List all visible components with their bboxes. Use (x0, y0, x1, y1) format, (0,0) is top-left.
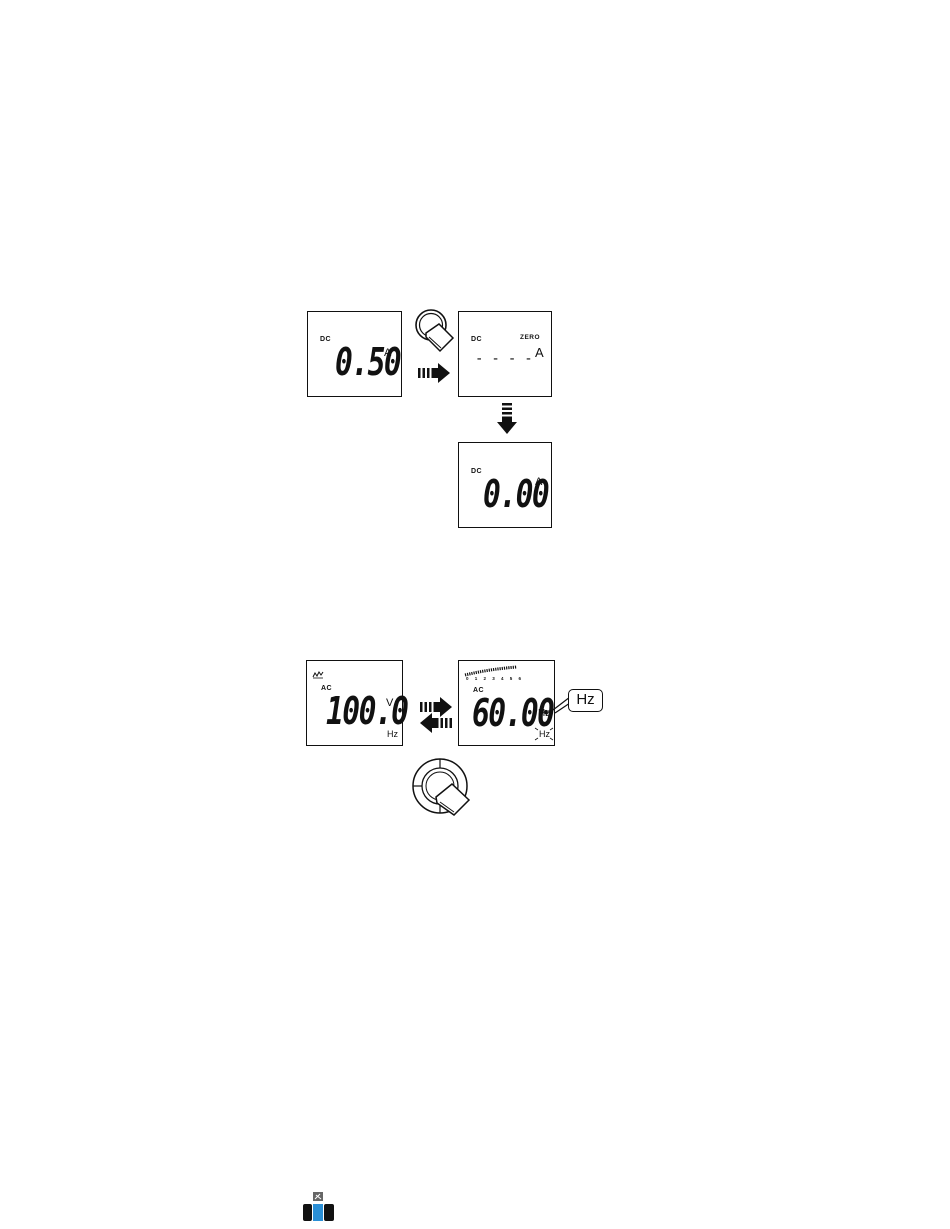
hz-callout: Hz (568, 689, 603, 712)
hz-button-press-icon (409, 755, 481, 821)
unit-label: A (535, 476, 542, 488)
reading-value: 100.0 (326, 692, 407, 730)
lcd-voltage: AC 100.0 V Hz (306, 660, 403, 746)
bargraph-ticks: 0 1 2 3 4 5 6 (466, 676, 524, 681)
mode-label: DC (471, 468, 482, 475)
zero-status-label: ZERO (520, 334, 540, 341)
lcd-after-zero: DC 0.00 A (458, 442, 552, 528)
unit-label: V (386, 697, 393, 709)
lcd-during-zero: DC ZERO A ---- (458, 311, 552, 397)
unit-label: A (384, 347, 391, 359)
mode-label: DC (320, 336, 331, 343)
zero-button-press-icon (412, 307, 458, 357)
secondary-hz-label: Hz (387, 729, 398, 739)
brand-logo (303, 1192, 337, 1222)
lcd-frequency: 0 1 2 3 4 5 6 AC 60.00 Hz Hz (458, 660, 555, 746)
blink-rays-icon (534, 725, 554, 743)
dash-display: ---- (475, 351, 541, 367)
mode-label: DC (471, 336, 482, 343)
arrow-right-icon (418, 363, 452, 383)
unit-label: Hz (538, 708, 550, 719)
arrow-left-icon (418, 713, 452, 733)
lcd-before-zero: DC 0.50 A (307, 311, 402, 397)
arrow-down-icon (497, 403, 517, 435)
mini-bargraph-icon (313, 671, 325, 679)
